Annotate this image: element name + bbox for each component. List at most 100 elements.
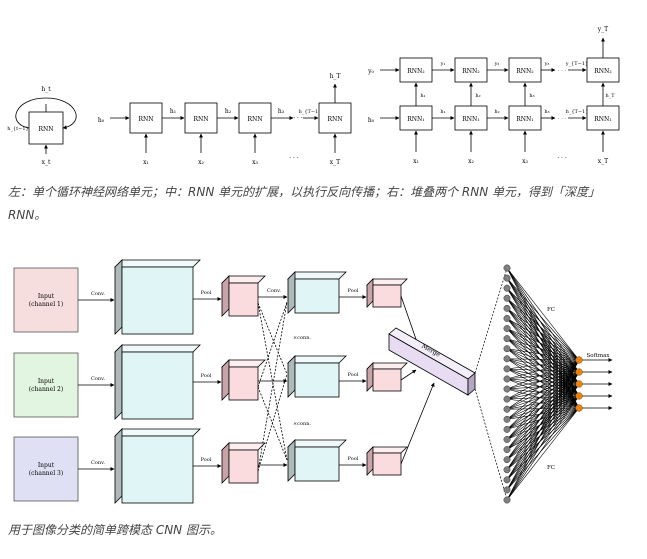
fc-neuron	[503, 365, 511, 373]
fc-neuron	[503, 395, 511, 403]
svg-text:RNN₁: RNN₁	[594, 116, 611, 123]
fc-connection	[506, 359, 580, 440]
svg-text:y_{T−1}: y_{T−1}	[565, 61, 588, 67]
stacked-rnn: y₀ h₀ RNN₂ RNN₁ h₁ x₁ y₁ h₁ RNN₂ RNN₁ h₂	[367, 26, 620, 165]
htm1-label: h_{t−1}	[7, 126, 28, 132]
svg-text:Conv.: Conv.	[91, 376, 105, 382]
fc-connection	[506, 383, 580, 491]
svg-text:FC: FC	[547, 307, 555, 313]
svg-text:RNN₂: RNN₂	[462, 68, 480, 75]
xt-label: x_t	[42, 159, 51, 166]
svg-text:h₁: h₁	[440, 109, 445, 115]
fc-neuron	[503, 425, 511, 433]
svg-text:h₀: h₀	[368, 117, 375, 124]
svg-text:Pool: Pool	[348, 456, 359, 462]
svg-text:Input: Input	[38, 462, 55, 469]
svg-text:x_T: x_T	[330, 159, 340, 166]
fully-connected-layer	[503, 264, 613, 504]
svg-text:· · ·: · · ·	[289, 155, 299, 162]
svg-text:y₀: y₀	[367, 68, 374, 75]
fc-connection	[506, 359, 580, 400]
fc-connection	[506, 371, 580, 460]
fc-connection	[506, 267, 580, 361]
svg-text:RNN₂: RNN₂	[407, 68, 425, 75]
cross-modal-cnn-diagram: Input (channel 1) Input (channel 2) Inpu…	[13, 259, 613, 504]
fc-neuron	[503, 405, 511, 413]
svg-text:h₃: h₃	[278, 108, 285, 115]
pool2-block-2	[366, 362, 408, 392]
svg-text:RNN: RNN	[138, 116, 153, 123]
fc-connection	[506, 359, 580, 420]
fc-connection	[506, 371, 580, 480]
pool-block-2	[221, 359, 266, 401]
fc-connection	[506, 383, 580, 481]
recurrent-loop	[15, 97, 77, 130]
rnn2-cell-3	[508, 57, 542, 83]
conv-block-3	[114, 428, 201, 504]
svg-text:Pool: Pool	[348, 288, 359, 294]
fc-connection	[506, 287, 580, 361]
fc-neuron	[503, 466, 511, 474]
fc-connection	[506, 371, 580, 470]
output-neuron	[575, 392, 583, 400]
fc-connection	[506, 395, 580, 491]
rnn-cell-label: RNN	[38, 126, 53, 133]
fc-connection	[506, 407, 580, 501]
h0-label: h₀	[98, 117, 105, 124]
input-box-1	[13, 267, 79, 333]
fc-neuron	[503, 294, 511, 302]
fc-neuron	[503, 446, 511, 454]
svg-text:x₂: x₂	[198, 159, 204, 166]
svg-text:· · ·: · · ·	[558, 68, 566, 74]
fc-connection	[506, 338, 580, 361]
svg-text:h₂: h₂	[225, 108, 232, 115]
svg-text:Pool: Pool	[348, 372, 359, 378]
fc-connection	[506, 395, 580, 470]
fc-connection	[506, 407, 580, 470]
svg-text:Input: Input	[38, 293, 55, 300]
svg-text:Input: Input	[38, 378, 55, 385]
svg-text:Pool: Pool	[201, 290, 212, 296]
fc-connection	[506, 359, 580, 470]
svg-text:x₁: x₁	[143, 159, 149, 166]
svg-text:RNN: RNN	[193, 116, 208, 123]
fc-connection	[506, 318, 580, 385]
svg-text:h_{T−1}: h_{T−1}	[299, 109, 322, 115]
svg-text:×conn.: ×conn.	[293, 421, 311, 427]
fc-connection	[506, 359, 580, 491]
svg-text:h₃: h₃	[529, 93, 534, 99]
fc-neuron	[503, 325, 511, 332]
svg-text:y_T: y_T	[597, 26, 608, 33]
rnn1-cell-T	[586, 105, 620, 131]
fc-neuron	[503, 436, 511, 443]
conv2-block-1	[287, 271, 347, 314]
pool-block-3	[221, 442, 266, 484]
fc-connection	[506, 359, 580, 430]
fc-connection	[506, 359, 580, 370]
fc-neuron	[503, 456, 511, 464]
fc-connection	[506, 371, 580, 491]
fc-connection	[506, 383, 580, 450]
fc-neuron	[503, 476, 511, 484]
svg-text:x₂: x₂	[468, 158, 474, 165]
fc-connection	[506, 383, 580, 460]
fc-connection	[506, 358, 580, 361]
ht-label: h_t	[41, 86, 51, 93]
fc-connection	[506, 395, 580, 450]
output-neuron	[575, 368, 583, 376]
svg-text:RNN₁: RNN₁	[462, 116, 479, 123]
fc-connection	[506, 318, 580, 361]
svg-text:h₃: h₃	[544, 109, 549, 115]
fc-connection	[506, 359, 580, 390]
fc-connection	[506, 359, 580, 480]
cross-connections	[257, 301, 288, 472]
svg-text:Pool: Pool	[201, 373, 212, 379]
fc-neuron	[503, 304, 511, 312]
svg-text:x₃: x₃	[252, 159, 258, 166]
svg-text:y₁: y₁	[440, 61, 446, 67]
svg-text:x₃: x₃	[522, 158, 528, 165]
svg-text:RNN: RNN	[247, 116, 262, 123]
rnn2-cell-T	[586, 57, 620, 83]
svg-text:(channel 2): (channel 2)	[29, 386, 63, 393]
